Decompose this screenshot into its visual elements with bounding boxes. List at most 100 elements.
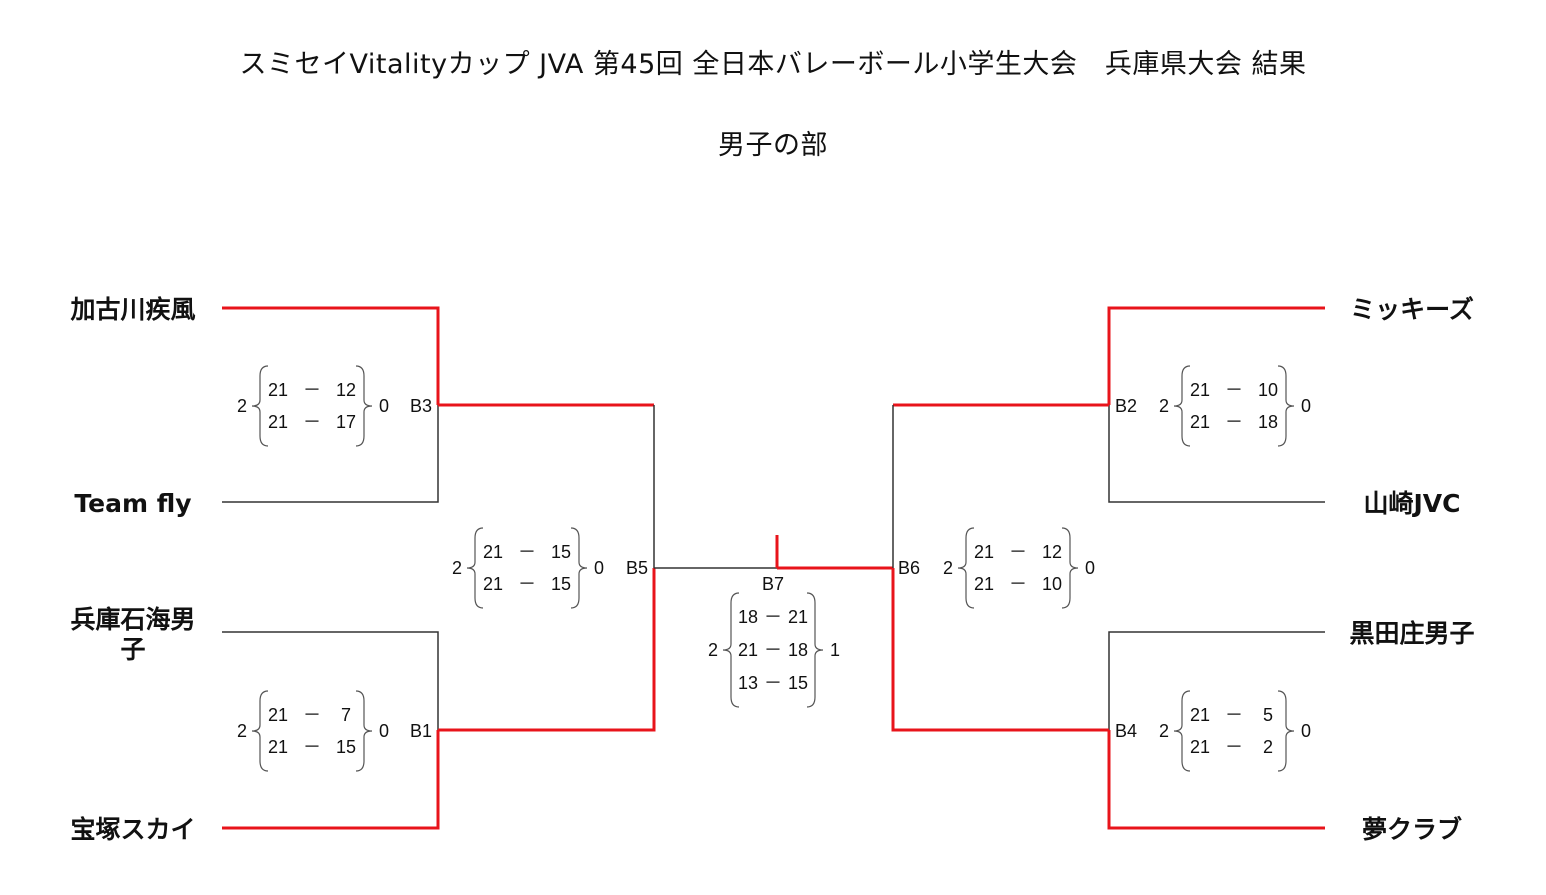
- set-score-left: 21: [1190, 705, 1210, 725]
- match-label: B7: [762, 574, 784, 594]
- page-title: スミセイVitalityカップ JVA 第45回 全日本バレーボール小学生大会 …: [239, 49, 1307, 80]
- set-score-left: 21: [738, 640, 758, 660]
- set-score-dash: －: [303, 705, 321, 725]
- set-score-left: 21: [483, 542, 503, 562]
- team-name: 兵庫石海男子: [70, 605, 195, 664]
- sets-won-left: 2: [708, 640, 718, 660]
- sets-won-left: 2: [237, 721, 247, 741]
- set-score-left: 13: [738, 673, 758, 693]
- team-name: ミッキーズ: [1350, 295, 1474, 324]
- team-name: 加古川疾風: [69, 295, 195, 324]
- bracket-line-b1-winner: [438, 568, 656, 732]
- brace-right: [570, 527, 588, 609]
- set-score-dash: －: [1225, 737, 1243, 757]
- set-score-dash: －: [1009, 542, 1027, 562]
- match-label: B2: [1115, 396, 1137, 416]
- sets-won-left: 2: [237, 396, 247, 416]
- brace-right: [1277, 365, 1295, 447]
- set-score-left: 21: [1190, 737, 1210, 757]
- brace-right: [1061, 527, 1079, 609]
- match-label: B1: [410, 721, 432, 741]
- brace-right: [355, 365, 373, 447]
- set-score-left: 21: [974, 574, 994, 594]
- match-label: B6: [898, 558, 920, 578]
- brace-left: [251, 365, 269, 447]
- set-score-left: 21: [268, 412, 288, 432]
- bracket-line-t4: [222, 730, 440, 830]
- set-score-right: 18: [1258, 412, 1278, 432]
- sets-won-right: 0: [1301, 721, 1311, 741]
- set-score-dash: －: [1225, 705, 1243, 725]
- set-score-right: 15: [551, 574, 571, 594]
- team-name: 黒田庄男子: [1349, 619, 1474, 648]
- set-score-dash: －: [1009, 574, 1027, 594]
- set-score-right: 2: [1263, 737, 1273, 757]
- sets-won-left: 2: [1159, 396, 1169, 416]
- set-score-right: 15: [336, 737, 356, 757]
- bracket-line-b4-winner: [891, 568, 1109, 732]
- set-score-left: 21: [1190, 380, 1210, 400]
- set-score-dash: －: [764, 640, 782, 660]
- set-score-left: 21: [483, 574, 503, 594]
- sets-won-right: 0: [594, 558, 604, 578]
- set-score-dash: －: [1225, 380, 1243, 400]
- bracket-line-t6: [1108, 405, 1325, 503]
- set-score-dash: －: [1225, 412, 1243, 432]
- bracket-line-t5: [1107, 306, 1325, 405]
- brace-left: [1173, 365, 1191, 447]
- set-score-left: 21: [974, 542, 994, 562]
- brace-right: [355, 690, 373, 772]
- bracket-line-t3: [222, 631, 439, 730]
- set-score-dash: －: [303, 380, 321, 400]
- match-label: B5: [626, 558, 648, 578]
- set-score-dash: －: [518, 542, 536, 562]
- set-score-dash: －: [303, 737, 321, 757]
- set-score-left: 21: [1190, 412, 1210, 432]
- set-score-right: 12: [1042, 542, 1062, 562]
- sets-won-left: 2: [943, 558, 953, 578]
- brace-left: [957, 527, 975, 609]
- set-score-left: 21: [268, 737, 288, 757]
- bracket-line-t1: [222, 306, 440, 405]
- set-score-right: 10: [1042, 574, 1062, 594]
- sets-won-right: 0: [1085, 558, 1095, 578]
- set-score-left: 18: [738, 607, 758, 627]
- set-score-dash: －: [303, 412, 321, 432]
- brace-left: [466, 527, 484, 609]
- set-score-right: 5: [1263, 705, 1273, 725]
- bracket-line-t7: [1108, 631, 1325, 730]
- brace-left: [1173, 690, 1191, 772]
- set-score-right: 15: [788, 673, 808, 693]
- team-name: 夢クラブ: [1362, 815, 1462, 844]
- team-name: 宝塚スカイ: [70, 815, 195, 844]
- bracket-line-t2: [222, 405, 439, 503]
- set-score-right: 10: [1258, 380, 1278, 400]
- set-score-left: 21: [268, 380, 288, 400]
- team-name: 山崎JVC: [1364, 489, 1461, 518]
- sets-won-left: 2: [1159, 721, 1169, 741]
- brace-right: [1277, 690, 1295, 772]
- sets-won-right: 0: [1301, 396, 1311, 416]
- set-score-dash: －: [764, 607, 782, 627]
- sets-won-right: 0: [379, 721, 389, 741]
- sets-won-right: 0: [379, 396, 389, 416]
- set-score-left: 21: [268, 705, 288, 725]
- sets-won-left: 2: [452, 558, 462, 578]
- set-score-right: 17: [336, 412, 356, 432]
- set-score-right: 12: [336, 380, 356, 400]
- set-score-right: 15: [551, 542, 571, 562]
- set-score-dash: －: [764, 673, 782, 693]
- set-score-right: 18: [788, 640, 808, 660]
- set-score-right: 7: [341, 705, 351, 725]
- brace-left: [251, 690, 269, 772]
- match-label: B4: [1115, 721, 1137, 741]
- set-score-right: 21: [788, 607, 808, 627]
- set-score-dash: －: [518, 574, 536, 594]
- sets-won-right: 1: [830, 640, 840, 660]
- team-name: Team fly: [74, 489, 191, 518]
- bracket-line-t8: [1107, 730, 1325, 830]
- brace-left: [722, 592, 740, 708]
- division-title: 男子の部: [718, 130, 828, 161]
